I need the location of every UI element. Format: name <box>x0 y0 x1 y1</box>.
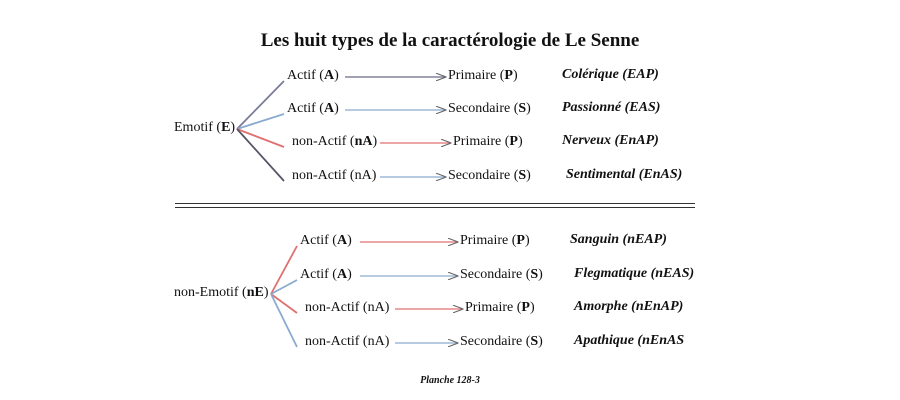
group-separator <box>175 203 695 208</box>
activity-label: Actif (A) <box>287 68 339 84</box>
paren: ) <box>230 120 236 135</box>
character-type: Amorphe (nEnAP) <box>574 299 684 314</box>
function-label: Primaire (P) <box>460 233 530 249</box>
paren: ) <box>512 68 518 83</box>
character-type: Apathique (nEnAS <box>574 333 685 348</box>
activity-name: Actif ( <box>287 68 324 83</box>
paren: ) <box>347 233 352 248</box>
plate-number: Planche 128-3 <box>420 375 480 386</box>
paren: ( <box>212 120 222 135</box>
paren: ) <box>384 334 390 349</box>
branch-line <box>236 80 285 130</box>
root-code: nE <box>246 285 264 300</box>
function-label: Secondaire (S) <box>460 267 543 283</box>
character-type: Sentimental (EnAS) <box>566 167 683 182</box>
paren: ) <box>524 233 530 248</box>
function-code: S <box>530 267 539 282</box>
activity-code: nA <box>354 134 373 149</box>
activity-name: non-Actif ( <box>292 168 355 183</box>
paren: ) <box>347 267 352 282</box>
root-label: Emotif <box>174 120 213 135</box>
activity-label: Actif (A) <box>287 101 339 117</box>
character-type: Nerveux (EnAP) <box>562 133 659 148</box>
function-name: Secondaire ( <box>448 168 519 183</box>
function-label: Secondaire (S) <box>448 168 531 184</box>
activity-label: Actif (A) <box>300 267 352 283</box>
activity-label: non-Actif (nA) <box>305 334 389 350</box>
paren: ) <box>334 101 339 116</box>
activity-label: Actif (A) <box>300 233 352 249</box>
function-code: P <box>509 134 518 149</box>
paren: ) <box>538 267 543 282</box>
function-code: S <box>518 168 527 183</box>
function-name: Primaire ( <box>453 134 510 149</box>
function-name: Secondaire ( <box>448 101 519 116</box>
activity-code: nA <box>367 334 385 349</box>
paren: ) <box>517 134 523 149</box>
branch-line <box>270 293 298 348</box>
character-type: Sanguin (nEAP) <box>570 232 667 247</box>
branch-line <box>236 128 285 182</box>
activity-label: non-Actif (nA) <box>305 300 389 316</box>
paren: ) <box>384 300 390 315</box>
character-type: Colérique (EAP) <box>562 67 659 82</box>
activity-name: non-Actif ( <box>305 300 368 315</box>
branch-line <box>270 293 298 314</box>
activity-name: Actif ( <box>287 101 324 116</box>
function-name: Secondaire ( <box>460 267 531 282</box>
paren: ) <box>371 168 377 183</box>
branch-line <box>236 113 285 130</box>
branch-line <box>236 128 285 148</box>
activity-code: A <box>336 233 348 248</box>
paren: ) <box>263 285 269 300</box>
activity-code: A <box>323 101 335 116</box>
paren: ) <box>538 334 543 349</box>
function-name: Primaire ( <box>460 233 517 248</box>
function-label: Primaire (P) <box>453 134 523 150</box>
root-label: non-Emotif <box>174 285 239 300</box>
function-label: Primaire (P) <box>448 68 518 84</box>
paren: ) <box>526 168 531 183</box>
function-label: Secondaire (S) <box>448 101 531 117</box>
activity-label: non-Actif (nA) <box>292 134 377 150</box>
function-code: P <box>504 68 513 83</box>
function-name: Primaire ( <box>465 300 522 315</box>
activity-name: non-Actif ( <box>292 134 355 149</box>
function-name: Primaire ( <box>448 68 505 83</box>
activity-name: Actif ( <box>300 267 337 282</box>
activity-code: nA <box>354 168 372 183</box>
branch-line <box>270 245 298 295</box>
character-type: Passionné (EAS) <box>562 100 661 115</box>
activity-name: Actif ( <box>300 233 337 248</box>
activity-code: nA <box>367 300 385 315</box>
paren: ) <box>526 101 531 116</box>
root-node-1: non-Emotif (nE) <box>174 285 269 301</box>
paren: ) <box>372 134 378 149</box>
diagram-title: Les huit types de la caractérologie de L… <box>260 30 640 51</box>
function-code: P <box>521 300 530 315</box>
activity-code: A <box>336 267 348 282</box>
root-node-0: Emotif (E) <box>174 120 235 136</box>
function-code: P <box>516 233 525 248</box>
root-code: E <box>221 120 231 135</box>
function-code: S <box>530 334 539 349</box>
paren: ) <box>529 300 535 315</box>
paren: ( <box>238 285 247 300</box>
activity-name: non-Actif ( <box>305 334 368 349</box>
branch-line <box>270 279 298 295</box>
paren: ) <box>334 68 339 83</box>
function-name: Secondaire ( <box>460 334 531 349</box>
activity-label: non-Actif (nA) <box>292 168 376 184</box>
character-type: Flegmatique (nEAS) <box>574 266 695 281</box>
function-code: S <box>518 101 527 116</box>
function-label: Secondaire (S) <box>460 334 543 350</box>
activity-code: A <box>323 68 335 83</box>
function-label: Primaire (P) <box>465 300 535 316</box>
